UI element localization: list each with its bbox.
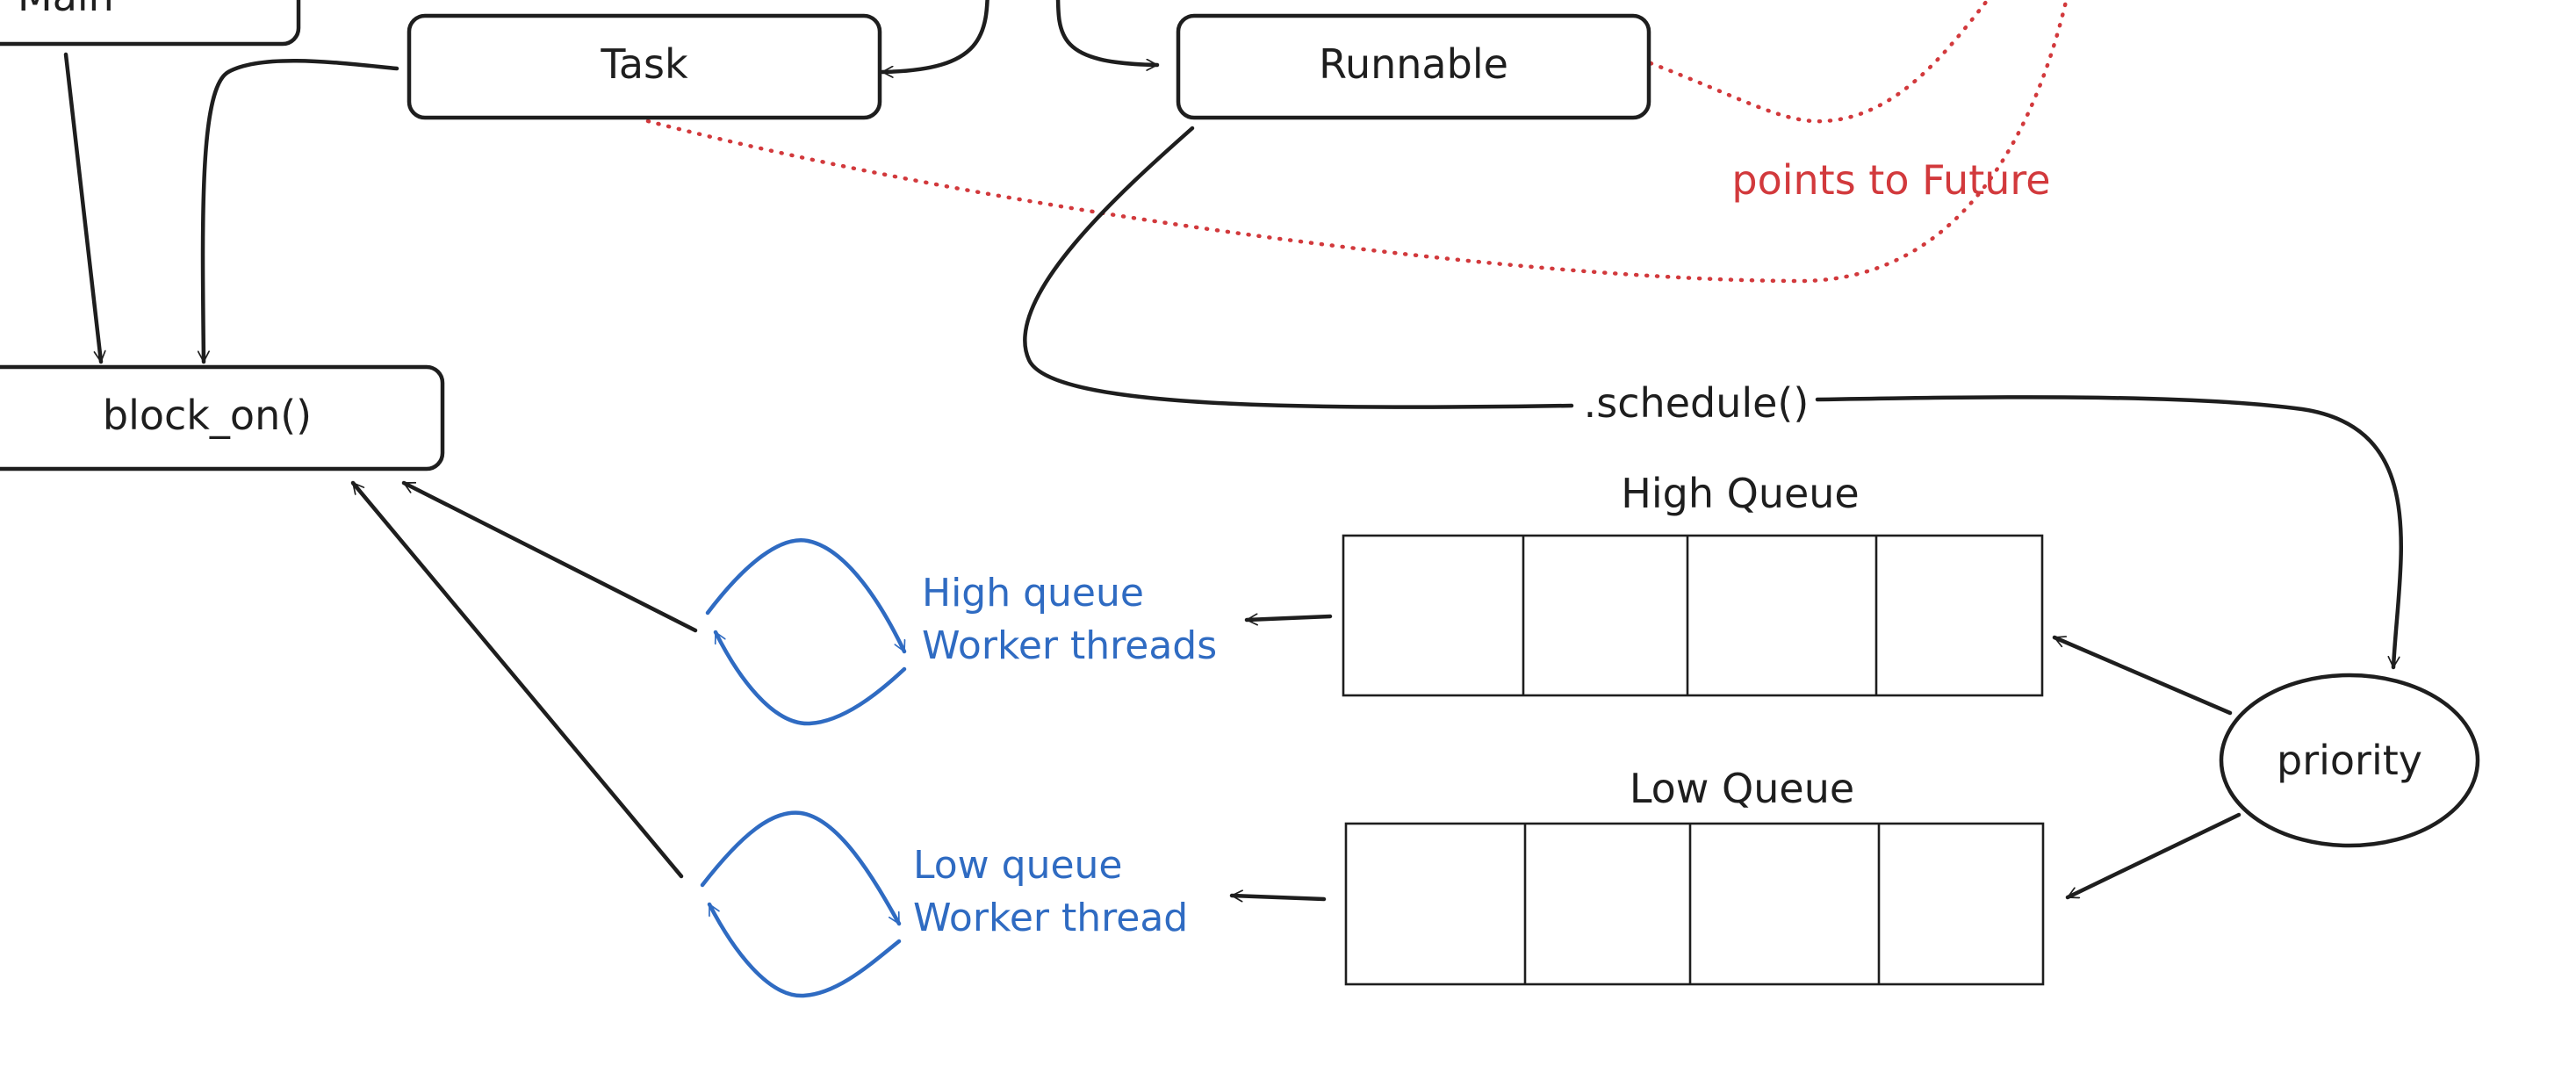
edge-high-queue-to-workers (1244, 616, 1333, 620)
edge-task-to-block-on (203, 59, 399, 364)
edge-low-worker-to-block-on (350, 480, 684, 879)
points-to-future-label: points to Future (1731, 156, 2050, 204)
edge-into-task (880, 0, 989, 72)
low-worker-label-line2: Worker thread (913, 896, 1188, 940)
high-queue-title: High Queue (1621, 470, 1859, 517)
future-pointer-from-runnable (1648, 0, 1990, 124)
edge-high-workers-to-block-on (401, 480, 698, 633)
high-worker-loop-top (705, 538, 907, 654)
edge-low-queue-to-worker (1229, 896, 1327, 899)
runnable-box-label: Runnable (1319, 40, 1508, 88)
priority-node[interactable]: priority (2219, 673, 2480, 848)
schedule-label: .schedule() (1584, 379, 1810, 427)
runnable-box[interactable]: Runnable (1176, 13, 1651, 120)
block-on-box[interactable]: block_on() (0, 364, 445, 472)
low-queue-title: Low Queue (1630, 765, 1854, 812)
edge-priority-to-low-queue (2065, 812, 2241, 900)
high-worker-loop (705, 538, 907, 726)
priority-node-label: priority (2277, 737, 2422, 784)
edge-main-to-block-on (63, 52, 101, 364)
high-worker-label-line1: High queue (922, 571, 1144, 615)
block-on-box-label: block_on() (103, 392, 312, 439)
edge-priority-to-high-queue (2052, 635, 2233, 716)
low-worker-loop-top (700, 810, 902, 926)
main-box-label: Main (18, 0, 114, 20)
edge-schedule-to-priority (1815, 395, 2403, 670)
high-queue (1342, 534, 2044, 697)
edge-runnable-schedule (1023, 126, 1574, 409)
low-worker-loop (700, 810, 902, 998)
edge-into-runnable (1055, 0, 1160, 65)
low-queue (1344, 822, 2045, 986)
future-pointer-from-task (645, 0, 2069, 284)
task-box[interactable]: Task (407, 13, 882, 120)
high-worker-loop-bottom (713, 630, 907, 726)
low-worker-label-line1: Low queue (913, 843, 1122, 888)
main-box[interactable]: Main (0, 0, 301, 47)
high-worker-label-line2: Worker threads (922, 623, 1217, 668)
low-worker-loop-bottom (707, 902, 902, 998)
task-box-label: Task (600, 40, 688, 88)
